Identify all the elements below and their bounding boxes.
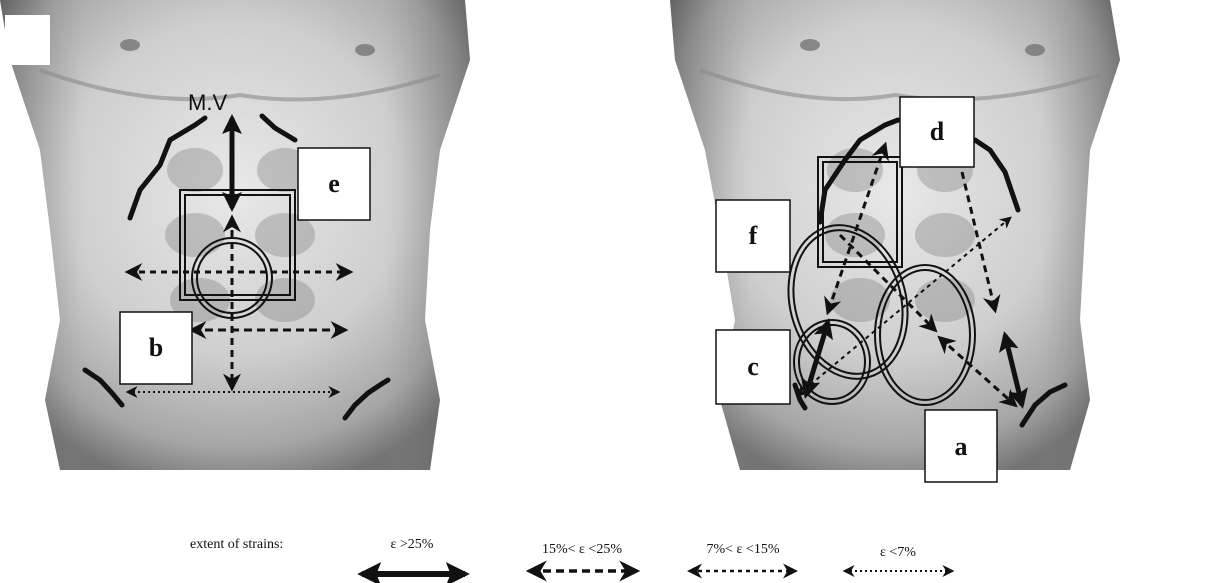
legend-label-4: ε <7% [880, 545, 916, 560]
mv-label: M.V [188, 90, 227, 115]
legend: extent of strains: ε >25% 15%< ε <25% 7%… [190, 537, 952, 574]
label-c: c [747, 352, 759, 381]
legend-label-1: ε >25% [391, 537, 434, 552]
label-e: e [328, 169, 340, 198]
left-torso-image [0, 0, 470, 470]
label-f: f [749, 221, 758, 250]
label-b: b [149, 333, 163, 362]
label-d: d [930, 117, 945, 146]
legend-label-2: 15%< ε <25% [542, 542, 622, 557]
legend-title: extent of strains: [190, 537, 283, 552]
label-a: a [955, 432, 968, 461]
legend-label-3: 7%< ε <15% [707, 542, 780, 557]
